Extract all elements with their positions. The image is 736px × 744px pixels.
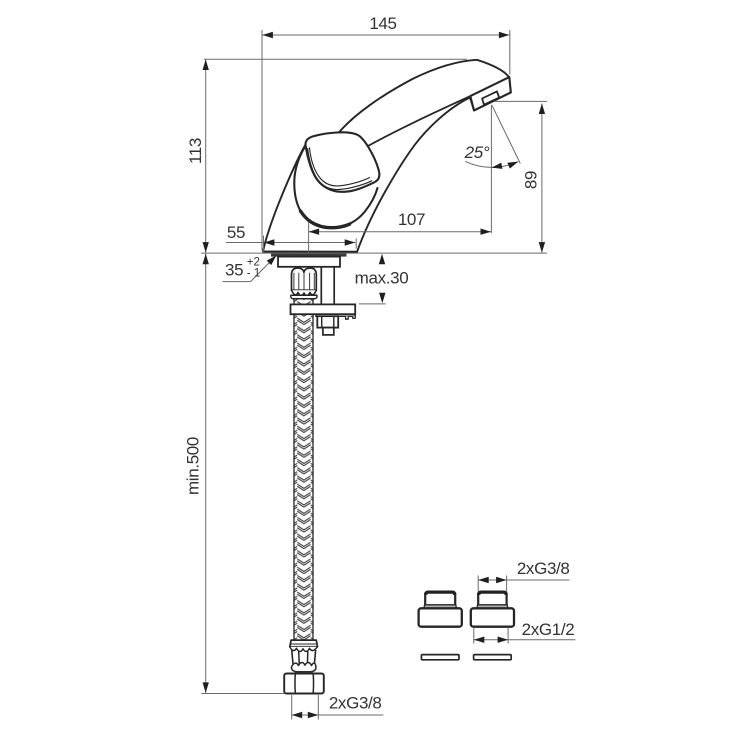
svg-text:- 1: - 1 <box>247 268 260 280</box>
svg-text:max.30: max.30 <box>355 269 409 288</box>
svg-text:+2: +2 <box>247 256 260 268</box>
svg-text:145: 145 <box>369 14 396 33</box>
svg-text:89: 89 <box>522 171 541 189</box>
svg-text:min.500: min.500 <box>184 437 203 495</box>
svg-text:55: 55 <box>227 223 245 242</box>
svg-text:2xG3/8: 2xG3/8 <box>329 694 382 713</box>
svg-text:25°: 25° <box>464 143 490 162</box>
svg-text:107: 107 <box>398 210 425 229</box>
svg-text:2xG3/8: 2xG3/8 <box>517 559 570 578</box>
svg-text:2xG1/2: 2xG1/2 <box>522 620 575 639</box>
svg-text:35: 35 <box>225 260 243 279</box>
svg-text:113: 113 <box>186 138 205 164</box>
